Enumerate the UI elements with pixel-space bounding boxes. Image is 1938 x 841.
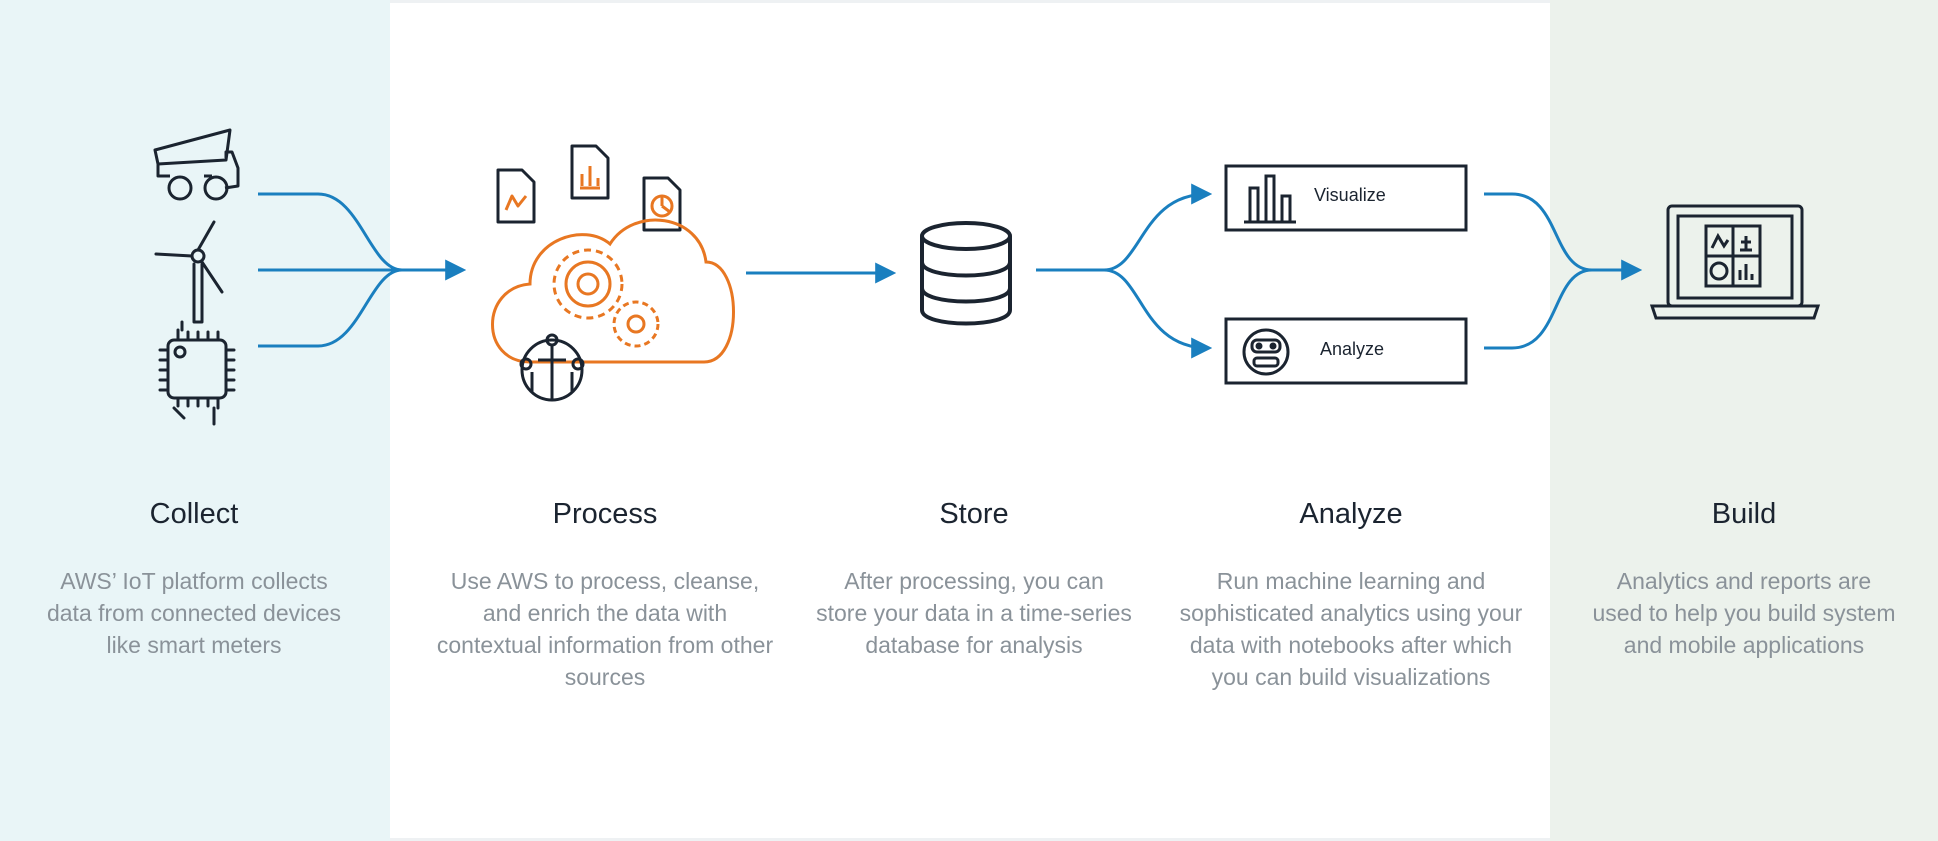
middle-band — [390, 0, 1550, 841]
analyze-label: Analyze — [1320, 339, 1385, 359]
collect-column: Collect AWS’ IoT platform collects data … — [44, 498, 344, 661]
chip-icon — [158, 320, 236, 426]
analyze-description: Run machine learning and sophisticated a… — [1179, 568, 1523, 690]
collect-merge-arrow — [258, 192, 467, 348]
bar-chart-icon — [1244, 174, 1296, 224]
process-column: Process Use AWS to process, cleanse, and… — [435, 498, 775, 693]
store-description: After processing, you can store your dat… — [816, 568, 1132, 658]
visualize-label: Visualize — [1314, 185, 1386, 205]
robot-head-icon — [1242, 328, 1290, 376]
store-title: Store — [939, 498, 1009, 530]
collect-title: Collect — [149, 498, 239, 530]
laptop-dashboard-icon — [1649, 204, 1821, 320]
analyze-column: Analyze Run machine learning and sophist… — [1178, 498, 1524, 693]
build-column: Build Analytics and reports are used to … — [1590, 498, 1898, 661]
process-title: Process — [552, 498, 658, 530]
wind-turbine-icon — [154, 220, 224, 324]
analyze-merge-arrow — [1484, 192, 1643, 350]
build-description: Analytics and reports are used to help y… — [1592, 568, 1896, 658]
store-split-arrow — [1036, 183, 1213, 359]
cloud-gears-icon — [491, 218, 735, 402]
process-description: Use AWS to process, cleanse, and enrich … — [436, 568, 774, 690]
store-column: Store After processing, you can store yo… — [816, 498, 1132, 661]
document-chart-icon — [496, 144, 682, 232]
build-title: Build — [1711, 498, 1777, 530]
database-icon — [920, 221, 1012, 326]
collect-description: AWS’ IoT platform collects data from con… — [46, 568, 342, 658]
analyze-title: Analyze — [1299, 498, 1403, 530]
build-band — [1550, 0, 1938, 841]
dump-truck-icon — [153, 128, 240, 201]
